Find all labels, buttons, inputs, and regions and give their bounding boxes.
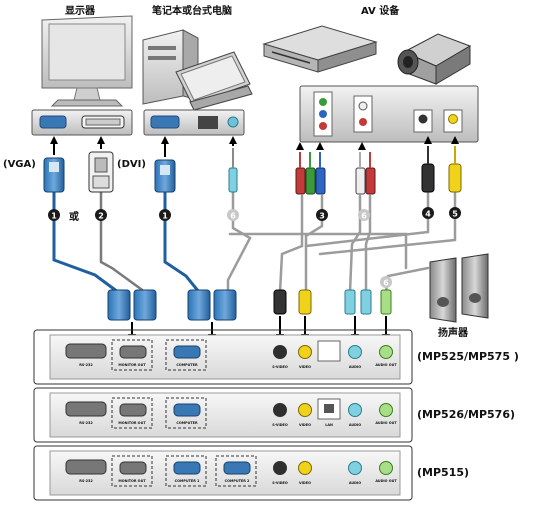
callout-4-text: 4 <box>425 210 431 219</box>
panel-1-model: (MP525/MP575 ) <box>417 350 519 363</box>
av-device-label: AV 设备 <box>361 4 400 17</box>
vga-label: (VGA) <box>3 159 36 170</box>
panel-3-monitor-out-label: MONITOR OUT <box>118 479 146 483</box>
panel-3-computer-1-label: COMPUTER 1 <box>175 479 200 483</box>
panel-3-model: (MP515) <box>417 466 469 479</box>
callout-3-text: 3 <box>319 212 325 221</box>
callout-4: 4 <box>422 207 434 219</box>
panel-2-lan-label: LAN <box>325 423 333 427</box>
cable-routing <box>52 188 457 294</box>
panel-3-computer-2-label: COMPUTER 2 <box>225 479 250 483</box>
callout-2: 2 <box>95 209 107 221</box>
or-label: 或 <box>69 210 79 223</box>
projector-panel-2: RS-232 MONITOR OUT COMPUTER S-VIDEO VIDE… <box>33 387 413 443</box>
s-video-plug <box>421 146 435 193</box>
panel-3-rs232-label: RS-232 <box>79 479 93 483</box>
panel-3-audio-out-label: AUDIO OUT <box>375 479 397 483</box>
top-arrows <box>50 136 459 157</box>
callout-6b: 6 <box>358 209 370 221</box>
vga-plug-computer <box>154 159 176 193</box>
callout-6a: 6 <box>227 209 239 221</box>
callout-6b-text: 6 <box>361 212 367 221</box>
panel-2-video-label: VIDEO <box>299 423 311 427</box>
panel-1-audio-out-label: AUDIO OUT <box>375 363 397 367</box>
callout-1b: 1 <box>159 209 171 221</box>
camcorder-illustration <box>397 33 472 85</box>
component-plugs <box>295 152 326 195</box>
callout-5-text: 5 <box>452 210 458 219</box>
panel-2-model: (MP526/MP576) <box>417 408 515 421</box>
computer-port-strip <box>143 109 245 136</box>
panel-2-monitor-out-label: MONITOR OUT <box>118 421 146 425</box>
audio-jack-computer <box>228 148 238 193</box>
vga-plug-monitor <box>43 157 65 193</box>
av-port-panel <box>299 85 479 143</box>
panel-2-rs232-label: RS-232 <box>79 421 93 425</box>
computer-illustration <box>142 29 253 111</box>
panel-1-computer-label: COMPUTER <box>176 363 198 367</box>
callout-1a: 1 <box>48 209 60 221</box>
speakers-illustration <box>429 253 489 323</box>
panel-3-video-label: VIDEO <box>299 481 311 485</box>
video-plug <box>448 146 462 193</box>
lower-vga-plugs <box>107 289 237 321</box>
panel-1-monitor-out-label: MONITOR OUT <box>118 363 146 367</box>
panel-2-s-video-label: S-VIDEO <box>272 423 288 427</box>
lower-av-plugs <box>273 289 392 315</box>
callout-6c-text: 6 <box>383 279 389 288</box>
dvi-plug-monitor <box>88 151 114 193</box>
monitor-label: 显示器 <box>65 5 96 17</box>
panel-1-audio-label: AUDIO <box>349 365 361 369</box>
callout-6c: 6 <box>380 276 392 288</box>
callout-1b-text: 1 <box>162 212 168 221</box>
callout-5: 5 <box>449 207 461 219</box>
speakers-label: 扬声器 <box>438 326 469 339</box>
callout-6a-text: 6 <box>230 212 236 221</box>
panel-1-s-video-label: S-VIDEO <box>272 365 288 369</box>
av-audio-plugs <box>355 152 376 195</box>
projector-panel-1: RS-232 MONITOR OUT COMPUTER S-VIDEO VIDE… <box>33 329 413 385</box>
monitor-illustration <box>41 15 133 107</box>
panel-2-audio-out-label: AUDIO OUT <box>375 421 397 425</box>
panel-2-computer-label: COMPUTER <box>176 421 198 425</box>
panel-1-rs232-label: RS-232 <box>79 363 93 367</box>
projector-panel-3: RS-232 MONITOR OUT COMPUTER 1 COMPUTER 2… <box>33 445 413 501</box>
panel-3-s-video-label: S-VIDEO <box>272 481 288 485</box>
dvd-player-illustration <box>262 25 378 73</box>
callout-1a-text: 1 <box>51 212 57 221</box>
panel-1-video-label: VIDEO <box>299 365 311 369</box>
panel-2-audio-label: AUDIO <box>349 423 361 427</box>
monitor-port-strip <box>31 109 133 136</box>
dvi-label: (DVI) <box>117 159 146 170</box>
callout-3: 3 <box>316 209 328 221</box>
callout-2-text: 2 <box>98 212 104 221</box>
computer-label: 笔记本或台式电脑 <box>152 4 232 17</box>
panel-3-audio-label: AUDIO <box>349 481 361 485</box>
